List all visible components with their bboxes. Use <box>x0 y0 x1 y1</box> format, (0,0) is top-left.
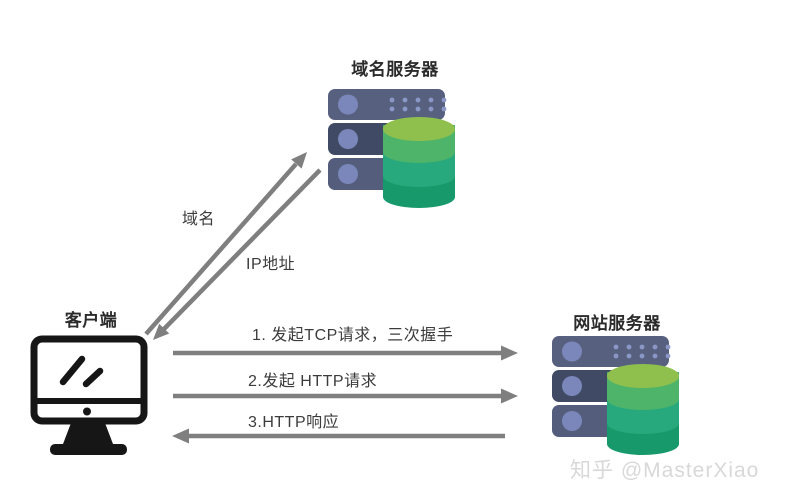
http-response-label: 3.HTTP响应 <box>248 414 340 431</box>
http-request-label: 2.发起 HTTP请求 <box>248 373 378 390</box>
monitor-screen <box>30 335 148 425</box>
http-response-arrow <box>172 428 505 444</box>
dns-server-label: 域名服务器 <box>351 60 439 79</box>
client-computer-icon <box>30 335 148 455</box>
monitor-stand <box>63 423 113 444</box>
http-request-arrow <box>173 388 518 404</box>
screen-glare-long <box>59 355 86 386</box>
web-server-label: 网站服务器 <box>573 314 661 333</box>
monitor-base <box>50 444 127 455</box>
domain-query-label: 域名 <box>182 211 216 228</box>
tcp-request-arrow <box>173 345 518 361</box>
screen-glare-short <box>82 367 104 388</box>
client-label: 客户端 <box>64 311 118 330</box>
ip-response-arrow <box>153 168 322 340</box>
domain-query-arrow <box>144 152 307 336</box>
tcp-request-label: 1. 发起TCP请求，三次握手 <box>252 327 454 344</box>
dns-server-icon <box>328 89 455 208</box>
web-server-icon <box>552 336 679 455</box>
watermark-text: 知乎 @MasterXiao <box>570 459 760 482</box>
ip-response-label: IP地址 <box>246 256 296 273</box>
monitor-camera-dot <box>83 407 91 416</box>
